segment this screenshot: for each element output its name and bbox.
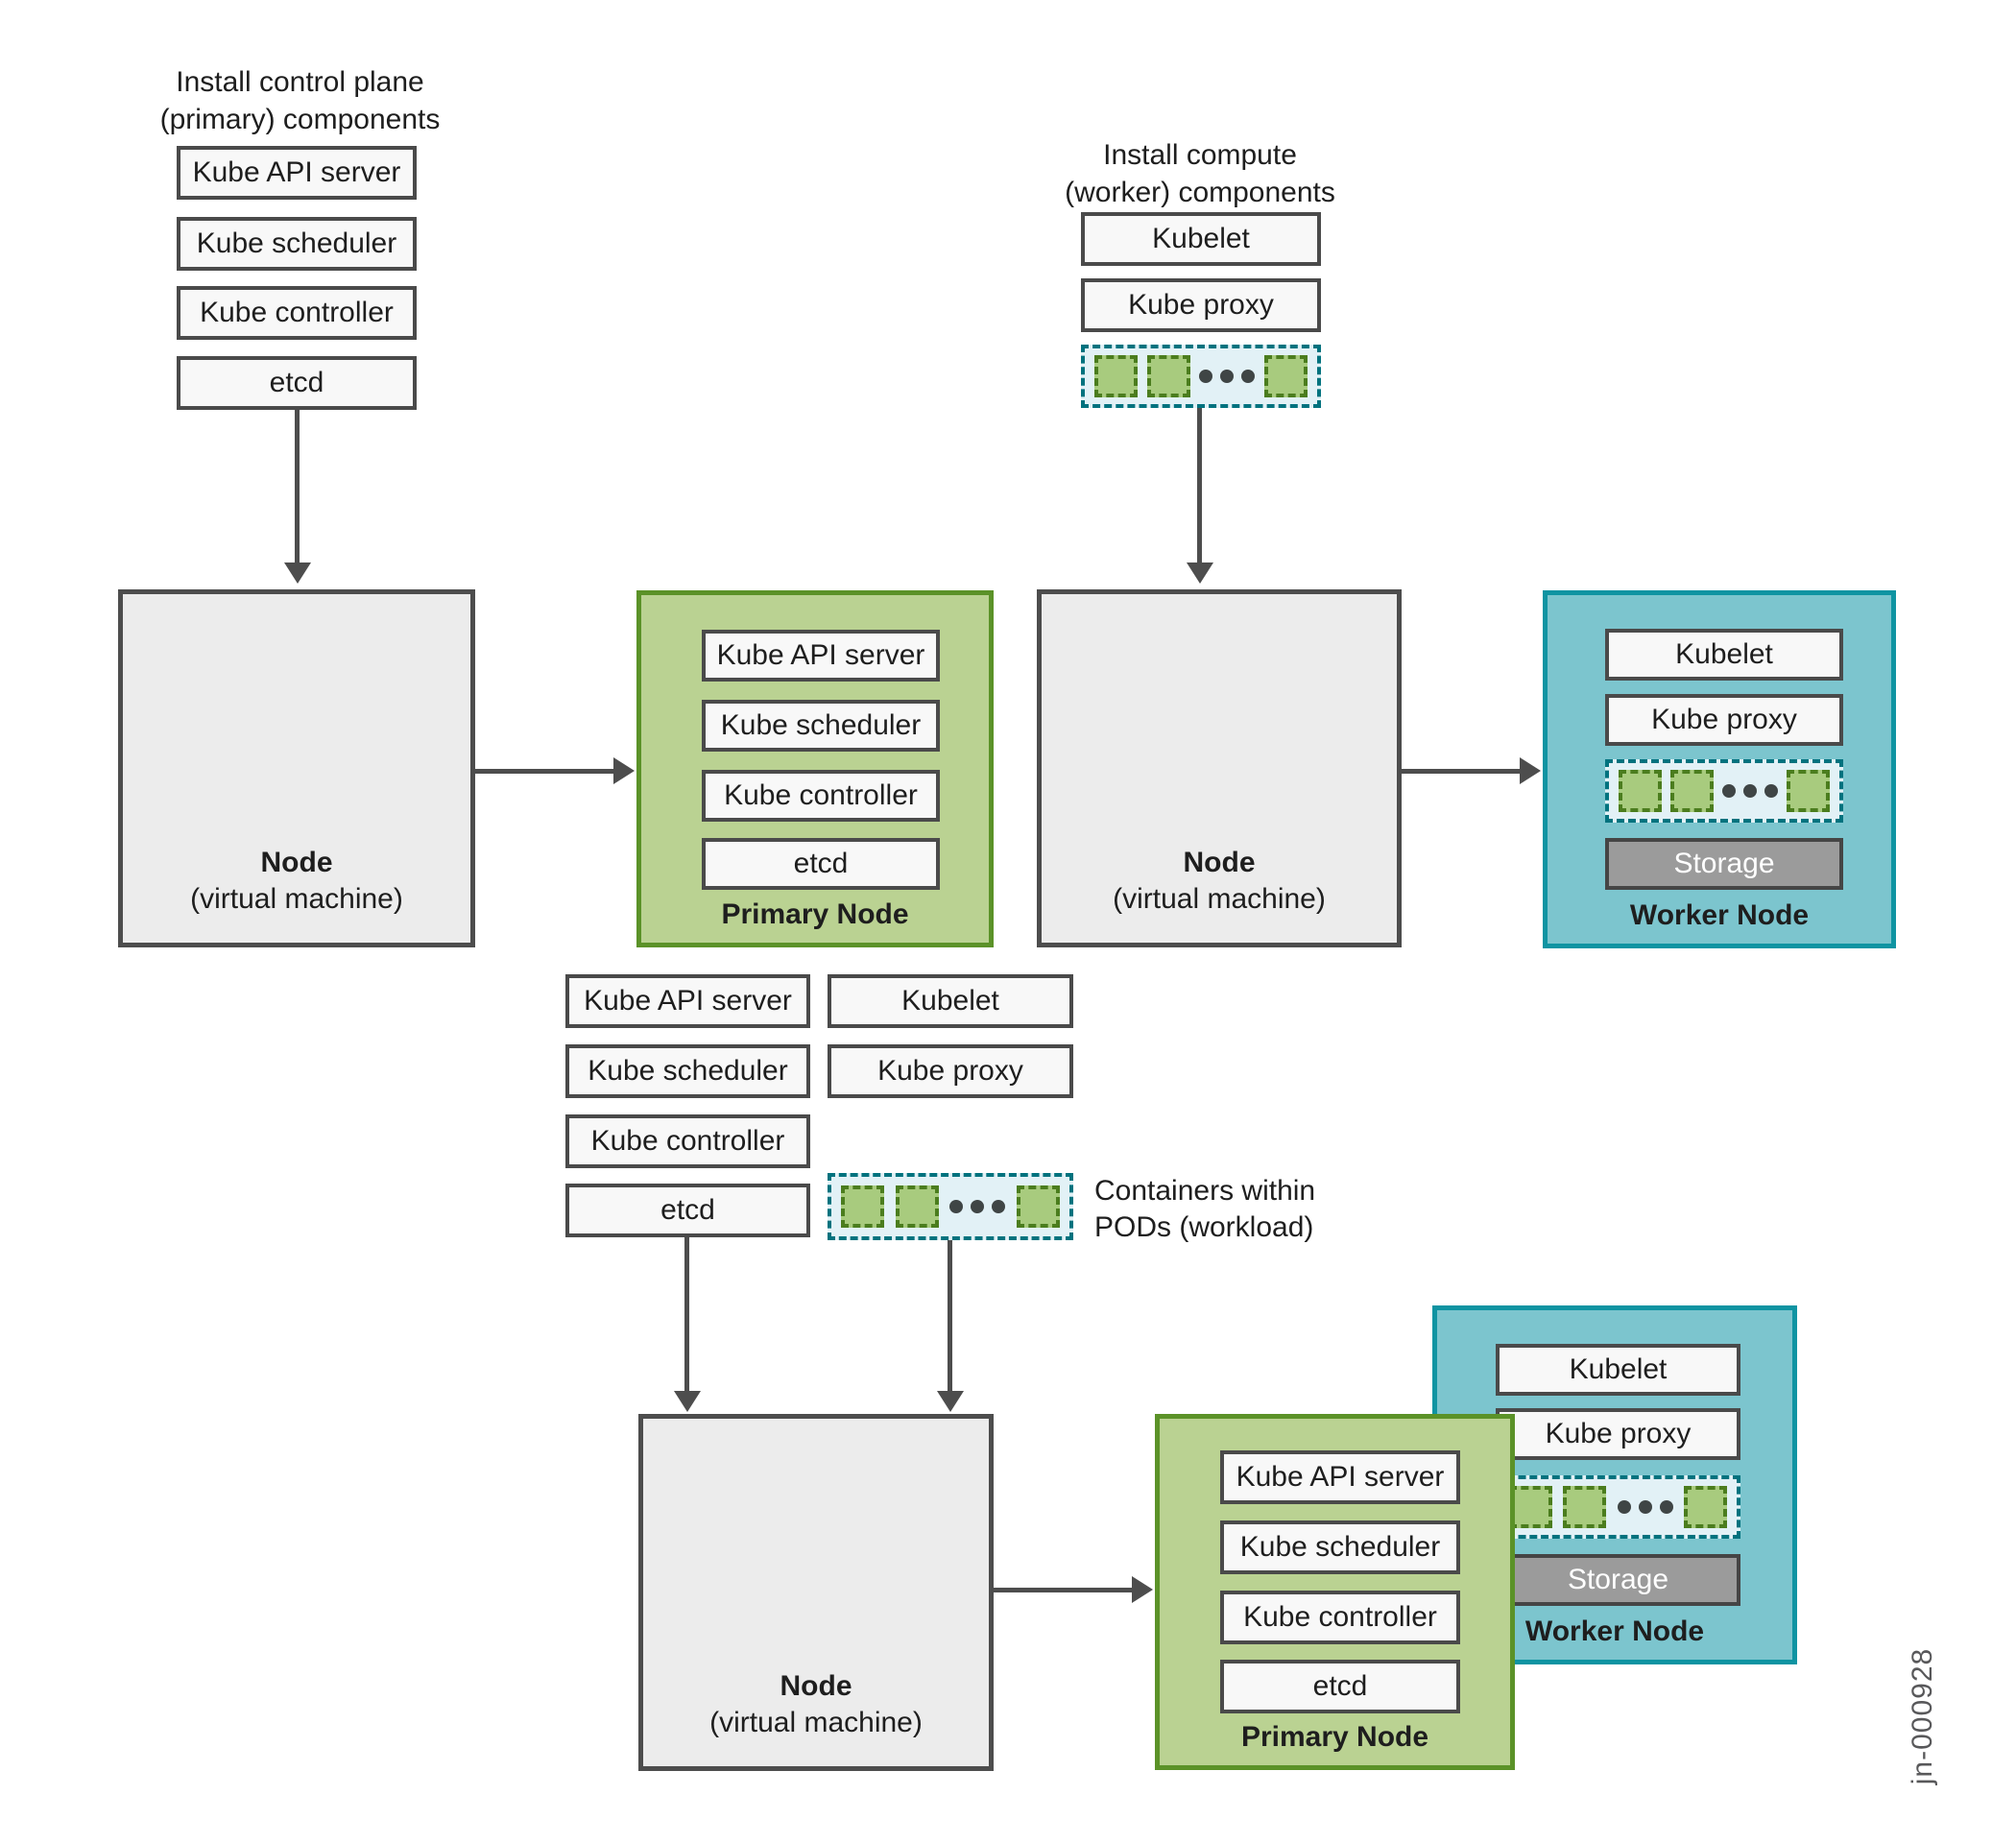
component-box-kube-controller: Kube controller: [702, 770, 940, 822]
compute-heading: Install compute (worker) components: [1065, 139, 1335, 208]
pods-strip: [1496, 1475, 1740, 1539]
node-title: Node: [260, 847, 333, 878]
pods-strip: [1605, 759, 1843, 823]
component-box-kube-scheduler: Kube scheduler: [177, 217, 417, 271]
node-vm-box: Node (virtual machine): [118, 589, 475, 947]
component-box-kube-controller: Kube controller: [1220, 1591, 1460, 1644]
component-box-kube-api-server: Kube API server: [1220, 1450, 1460, 1504]
pods-caption: Containers within PODs (workload): [1094, 1175, 1316, 1243]
primary-node-label: Primary Node: [1240, 1721, 1429, 1753]
component-box-etcd: etcd: [1220, 1660, 1460, 1713]
figure-id: jn-000928: [1907, 1647, 1938, 1785]
component-box-kubelet: Kubelet: [1081, 212, 1321, 266]
component-box-etcd: etcd: [702, 838, 940, 890]
container-icon: [1263, 355, 1308, 397]
node-subtitle: (virtual machine): [709, 1707, 923, 1738]
pods-strip: [1081, 345, 1321, 408]
arrow-down-icon: [674, 1391, 701, 1412]
node-title: Node: [1183, 847, 1256, 878]
control-plane-heading: Install control plane (primary) componen…: [159, 66, 441, 135]
arrow-line: [295, 410, 300, 562]
component-box-kube-proxy: Kube proxy: [828, 1044, 1073, 1098]
arrow-line: [684, 1237, 689, 1391]
component-box-kube-proxy: Kube proxy: [1081, 278, 1321, 332]
component-box-kube-controller: Kube controller: [177, 286, 417, 340]
component-box-kube-proxy: Kube proxy: [1496, 1408, 1740, 1460]
node-vm-box: Node (virtual machine): [638, 1414, 994, 1771]
ellipsis-dots: [1617, 1500, 1673, 1514]
component-box-kubelet: Kubelet: [1496, 1344, 1740, 1396]
worker-node-label: Worker Node: [1524, 1616, 1705, 1647]
component-box-kube-scheduler: Kube scheduler: [565, 1044, 810, 1098]
primary-node-label: Primary Node: [721, 898, 909, 930]
arrow-down-icon: [937, 1391, 964, 1412]
pods-strip: [828, 1173, 1073, 1240]
container-icon: [1563, 1486, 1607, 1528]
container-icon: [1509, 1486, 1552, 1528]
ellipsis-dots: [949, 1200, 1006, 1213]
arrow-line: [994, 1588, 1132, 1592]
arrow-down-icon: [284, 562, 311, 584]
node-title: Node: [780, 1670, 852, 1702]
arrow-right-icon: [613, 757, 635, 784]
worker-node-label: Worker Node: [1629, 899, 1810, 931]
component-box-kube-scheduler: Kube scheduler: [702, 700, 940, 752]
node-subtitle: (virtual machine): [190, 883, 403, 915]
node-subtitle: (virtual machine): [1113, 883, 1326, 915]
worker-node-box: Kubelet Kube proxy Storage Worker Node: [1543, 590, 1896, 948]
component-box-kubelet: Kubelet: [828, 974, 1073, 1028]
arrow-down-icon: [1187, 562, 1213, 584]
container-icon: [1016, 1185, 1060, 1228]
storage-box: Storage: [1496, 1554, 1740, 1606]
arrow-line: [1197, 408, 1202, 562]
storage-box: Storage: [1605, 838, 1843, 890]
arrow-line: [1402, 769, 1520, 774]
container-icon: [1146, 355, 1190, 397]
component-box-kube-api-server: Kube API server: [565, 974, 810, 1028]
arrow-right-icon: [1520, 757, 1541, 784]
arrow-line: [948, 1240, 952, 1391]
component-box-kube-api-server: Kube API server: [177, 146, 417, 200]
node-vm-box: Node (virtual machine): [1037, 589, 1402, 947]
container-icon: [1670, 770, 1714, 812]
container-icon: [1787, 770, 1830, 812]
primary-node-box: Kube API server Kube scheduler Kube cont…: [636, 590, 994, 947]
ellipsis-dots: [1722, 784, 1778, 798]
worker-node-box: Kubelet Kube proxy Storage Worker Node: [1432, 1305, 1797, 1664]
container-icon: [1094, 355, 1138, 397]
component-box-etcd: etcd: [177, 356, 417, 410]
component-box-kube-proxy: Kube proxy: [1605, 694, 1843, 746]
component-box-kube-controller: Kube controller: [565, 1114, 810, 1168]
component-box-kube-api-server: Kube API server: [702, 630, 940, 682]
container-icon: [1683, 1486, 1727, 1528]
arrow-line: [475, 769, 613, 774]
container-icon: [895, 1185, 939, 1228]
component-box-kubelet: Kubelet: [1605, 629, 1843, 681]
arrow-right-icon: [1132, 1576, 1153, 1603]
container-icon: [1619, 770, 1662, 812]
container-icon: [841, 1185, 884, 1228]
component-box-etcd: etcd: [565, 1184, 810, 1237]
component-box-kube-scheduler: Kube scheduler: [1220, 1520, 1460, 1574]
ellipsis-dots: [1199, 370, 1256, 383]
primary-node-box: Kube API server Kube scheduler Kube cont…: [1155, 1414, 1515, 1770]
